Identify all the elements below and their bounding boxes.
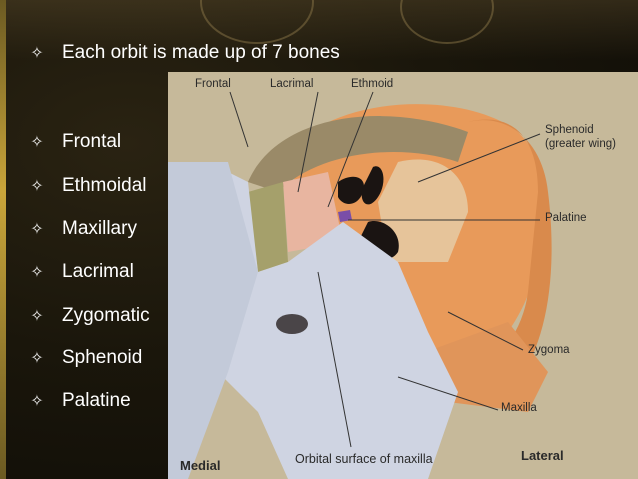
label-sphenoid-sub: (greater wing) xyxy=(545,138,616,150)
orbit-anatomy-illustration: Frontal Lacrimal Ethmoid Sphenoid (great… xyxy=(168,72,638,479)
list-item: ✧ Frontal xyxy=(30,131,121,153)
list-item: ✧ Maxillary xyxy=(30,218,137,240)
list-item: ✧ Zygomatic xyxy=(30,305,150,327)
four-pointed-star-icon: ✧ xyxy=(30,221,44,238)
four-pointed-star-icon: ✧ xyxy=(30,264,44,281)
bone-label: Palatine xyxy=(62,390,131,411)
four-pointed-star-icon: ✧ xyxy=(30,308,44,325)
gold-edge-bar xyxy=(0,0,6,479)
four-pointed-star-icon: ✧ xyxy=(30,178,44,195)
label-sphenoid: Sphenoid xyxy=(545,124,594,136)
bone-label: Sphenoid xyxy=(62,347,143,368)
label-palatine: Palatine xyxy=(545,212,587,224)
orbit-drawing xyxy=(168,72,638,479)
bone-label: Ethmoidal xyxy=(62,175,147,196)
label-maxilla: Maxilla xyxy=(501,402,537,414)
bone-label: Zygomatic xyxy=(62,305,150,326)
four-pointed-star-icon: ✧ xyxy=(30,350,44,367)
label-lacrimal: Lacrimal xyxy=(270,78,314,90)
slide-title: ✧ Each orbit is made up of 7 bones xyxy=(30,42,340,64)
label-medial: Medial xyxy=(180,458,221,473)
list-item: ✧ Sphenoid xyxy=(30,347,142,369)
bone-label: Lacrimal xyxy=(62,261,134,282)
postal-stamp-texture xyxy=(0,0,638,60)
list-item: ✧ Lacrimal xyxy=(30,261,134,283)
four-pointed-star-icon: ✧ xyxy=(30,45,44,62)
label-orbital-surface: Orbital surface of maxilla xyxy=(295,452,433,466)
title-text: Each orbit is made up of 7 bones xyxy=(62,42,340,63)
four-pointed-star-icon: ✧ xyxy=(30,134,44,151)
label-ethmoid: Ethmoid xyxy=(351,78,394,90)
bone-label: Frontal xyxy=(62,131,122,152)
label-lateral: Lateral xyxy=(521,448,564,463)
label-zygoma: Zygoma xyxy=(528,344,570,356)
bone-label: Maxillary xyxy=(62,218,137,239)
list-item: ✧ Ethmoidal xyxy=(30,175,147,197)
four-pointed-star-icon: ✧ xyxy=(30,393,44,410)
list-item: ✧ Palatine xyxy=(30,390,131,412)
label-frontal: Frontal xyxy=(195,78,231,90)
